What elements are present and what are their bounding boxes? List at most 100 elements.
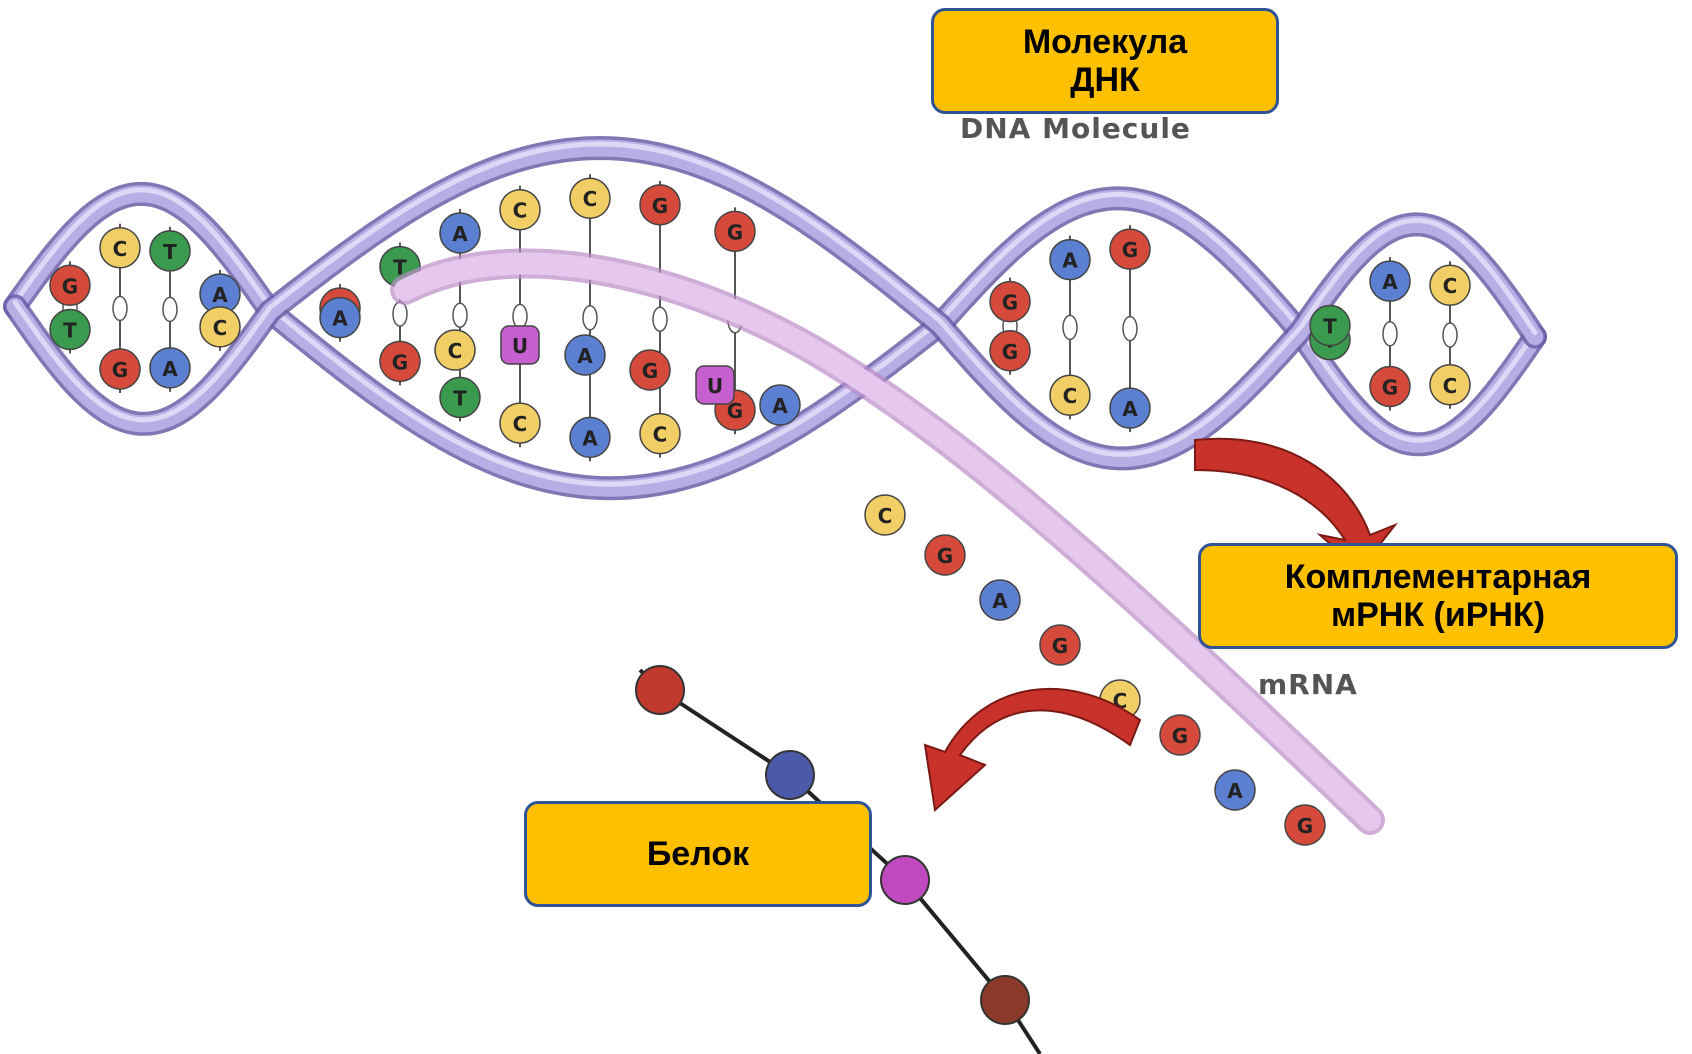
base-letter: G <box>1382 375 1398 399</box>
dna-base-top: T <box>150 231 190 271</box>
base-letter: T <box>453 386 467 410</box>
dna-base-top: A <box>440 213 480 253</box>
base-letter: G <box>62 274 78 298</box>
dna-base-bottom: C <box>200 307 240 347</box>
dna-base-bottom: T <box>440 377 480 417</box>
hydrogen-bond <box>1123 317 1137 341</box>
hydrogen-bond <box>163 297 177 321</box>
dna-base-bottom: G <box>380 341 420 381</box>
dna-molecule-callout: Молекула ДНК <box>931 8 1279 114</box>
dna-base-top: C <box>500 190 540 230</box>
hydrogen-bond <box>393 302 407 326</box>
base-letter: G <box>642 359 658 383</box>
base-letter: C <box>113 237 128 261</box>
dna-base-bottom: G <box>990 331 1030 371</box>
dna-base-bottom: T <box>50 309 90 349</box>
dna-base-bottom: G <box>100 349 140 389</box>
dna-base-top: C <box>570 178 610 218</box>
hydrogen-bond <box>113 296 127 320</box>
dna-base-top: G <box>640 185 680 225</box>
dna-base-bottom: A <box>1110 388 1150 428</box>
amino-acid-bead <box>881 856 929 904</box>
base-letter: C <box>1443 274 1458 298</box>
mrna-strand-outline <box>405 264 1370 820</box>
amino-acid-bead <box>636 666 684 714</box>
base-letter: A <box>992 589 1008 613</box>
base-letter: G <box>1172 724 1188 748</box>
dna-base-top: G <box>990 282 1030 322</box>
base-letter: U <box>707 374 723 398</box>
protein-callout-label: Белок <box>647 835 749 873</box>
base-letter: A <box>212 283 228 307</box>
dna-base-top: G <box>50 265 90 305</box>
base-letter: A <box>1227 779 1243 803</box>
base-letter: A <box>582 426 598 450</box>
mrna-tail-base: G <box>1160 715 1200 755</box>
base-letter: A <box>1062 249 1078 273</box>
dna-callout-line2: ДНК <box>1070 61 1140 99</box>
base-letter: U <box>512 334 528 358</box>
base-letter: C <box>878 504 893 528</box>
base-letter: G <box>1002 340 1018 364</box>
mrna-strand <box>405 264 1370 820</box>
dna-base-top: C <box>100 228 140 268</box>
dna-base-top: A <box>1050 240 1090 280</box>
base-letter: C <box>513 412 528 436</box>
mrna-tail-base: A <box>980 580 1020 620</box>
hydrogen-bond <box>1443 323 1457 347</box>
base-letter: C <box>1443 374 1458 398</box>
base-letter: C <box>513 199 528 223</box>
dna-base-bottom: C <box>500 403 540 443</box>
dna-base-top: C <box>1430 265 1470 305</box>
base-letter: G <box>1002 291 1018 315</box>
hydrogen-bond <box>653 307 667 331</box>
mrna-callout: Комплементарная мРНК (иРНК) <box>1198 543 1678 649</box>
mrna-english-label: mRNA <box>1258 668 1358 701</box>
dna-base-bottom: C <box>1050 375 1090 415</box>
mrna-base: U <box>696 366 734 404</box>
hydrogen-bond <box>1383 322 1397 346</box>
base-letter: C <box>583 187 598 211</box>
dna-base-top: G <box>1110 229 1150 269</box>
hydrogen-bond <box>453 303 467 327</box>
dna-base-bottom: A <box>320 298 360 338</box>
amino-acid-bead <box>981 976 1029 1024</box>
dna-base-bottom: C <box>640 414 680 454</box>
dna-base-bottom: G <box>1370 366 1410 406</box>
dna-callout-line1: Молекула <box>1023 23 1187 61</box>
base-letter: T <box>63 318 77 342</box>
base-letter: G <box>727 220 743 244</box>
base-letter: G <box>1297 814 1313 838</box>
base-letter: G <box>392 350 408 374</box>
base-letter: T <box>1323 315 1337 339</box>
dna-base-top: A <box>1370 261 1410 301</box>
protein-callout: Белок <box>524 801 872 907</box>
hydrogen-bond <box>583 306 597 330</box>
base-letter: A <box>162 357 178 381</box>
dna-english-label: DNA Molecule <box>960 112 1191 145</box>
mrna-tail-base: G <box>1285 805 1325 845</box>
base-letter: C <box>653 423 668 447</box>
mrna-base: G <box>630 350 670 390</box>
mrna-tail-base: G <box>925 535 965 575</box>
mrna-tail-base: G <box>1040 625 1080 665</box>
dna-base-top: G <box>715 211 755 251</box>
base-letter: G <box>652 194 668 218</box>
dna-base-bottom: C <box>1430 365 1470 405</box>
base-letter: G <box>1122 238 1138 262</box>
dna-base-bottom: T <box>1310 306 1350 346</box>
base-letter: A <box>1382 270 1398 294</box>
base-letter: A <box>452 222 468 246</box>
hydrogen-bond <box>513 304 527 328</box>
base-letter: A <box>332 307 348 331</box>
mrna-callout-line2: мРНК (иРНК) <box>1331 596 1545 634</box>
dna-base-bottom: A <box>570 417 610 457</box>
base-letter: A <box>1122 397 1138 421</box>
mrna-tail-base: C <box>865 495 905 535</box>
base-letter: G <box>937 544 953 568</box>
base-letter: C <box>1063 384 1078 408</box>
dna-base-bottom: A <box>150 348 190 388</box>
mrna-tail-base: A <box>1215 770 1255 810</box>
base-letter: A <box>577 344 593 368</box>
mrna-base: U <box>501 326 539 364</box>
